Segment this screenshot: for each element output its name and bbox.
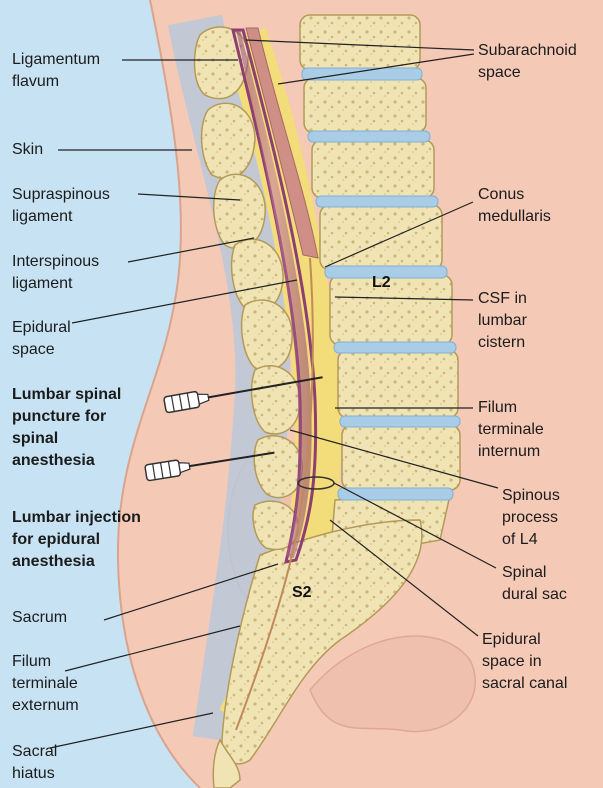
vertebra-label-s2: S2 — [292, 584, 312, 601]
label-epidural-space-sacral-canal: Epidural space in sacral canal — [482, 629, 567, 695]
label-supraspinous-ligament: Supraspinous ligament — [12, 184, 110, 228]
label-epidural-space: Epidural space — [12, 317, 71, 361]
vertebra-label-l2: L2 — [372, 274, 391, 291]
label-filum-terminale-internum: Filum terminale internum — [478, 397, 544, 463]
label-csf-in-lumbar-cistern: CSF in lumbar cistern — [478, 288, 527, 354]
label-skin: Skin — [12, 139, 43, 161]
label-lumbar-injection: Lumbar injection for epidural anesthesia — [12, 507, 141, 573]
label-sacrum: Sacrum — [12, 607, 67, 629]
label-lumbar-spinal-puncture: Lumbar spinal puncture for spinal anesth… — [12, 384, 121, 472]
label-spinous-process-l4: Spinous process of L4 — [502, 485, 560, 551]
label-conus-medullaris: Conus medullaris — [478, 184, 551, 228]
label-ligamentum-flavum: Ligamentum flavum — [12, 49, 100, 93]
label-subarachnoid-space: Subarachnoid space — [478, 40, 577, 84]
label-spinal-dural-sac: Spinal dural sac — [502, 562, 567, 606]
label-filum-terminale-externum: Filum terminale externum — [12, 651, 79, 717]
label-sacral-hiatus: Sacral hiatus — [12, 741, 57, 785]
label-interspinous-ligament: Interspinous ligament — [12, 251, 99, 295]
